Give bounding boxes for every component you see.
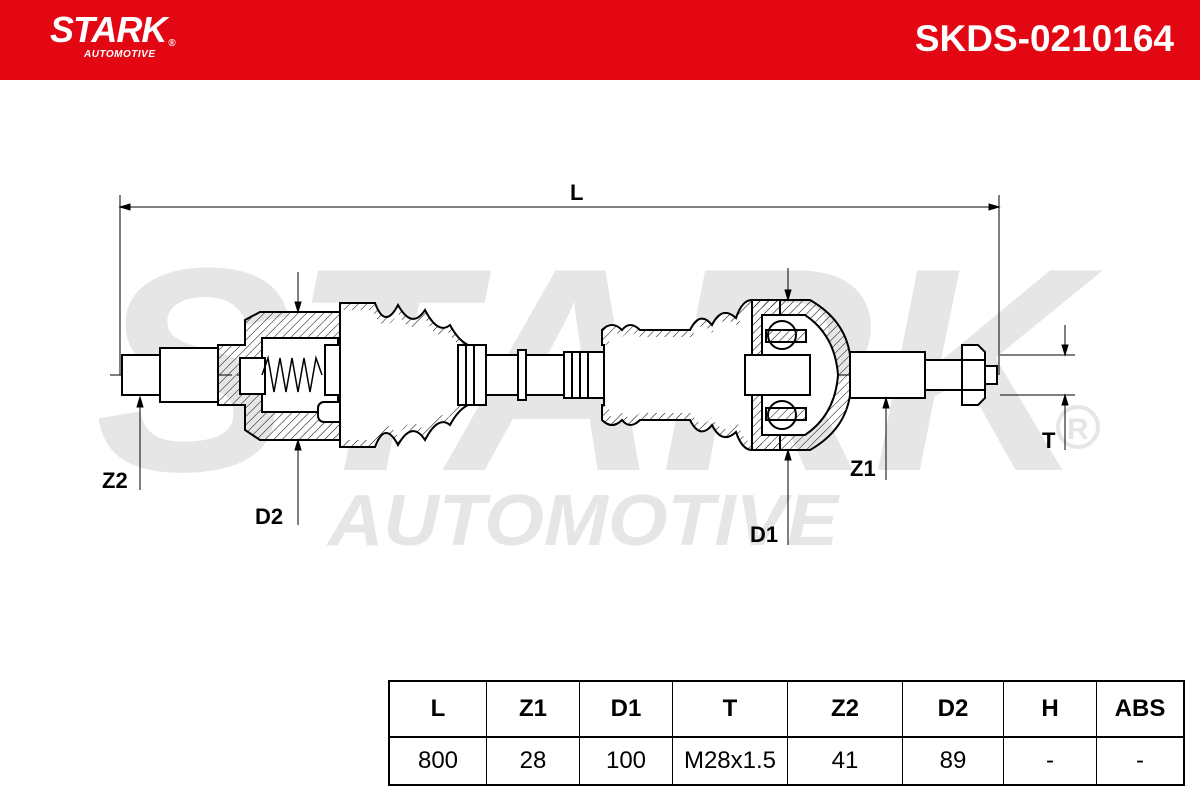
label-Z1: Z1 [850, 456, 876, 481]
specs-header-T: T [672, 680, 788, 738]
outer-stub-shaft [849, 344, 998, 406]
outer-cv-joint [744, 299, 851, 451]
specs-header-Z1: Z1 [486, 680, 580, 738]
label-D2: D2 [255, 504, 283, 529]
label-D1: D1 [750, 522, 778, 547]
dimension-D2 [294, 272, 302, 525]
logo-main-text: STARK® [50, 9, 176, 50]
dimension-Z2 [136, 395, 144, 490]
label-T: T [1042, 428, 1056, 453]
specs-value-Z1: 28 [486, 736, 580, 786]
specs-value-T: M28x1.5 [672, 736, 788, 786]
specs-header-row: L Z1 D1 T Z2 D2 H ABS [388, 680, 1185, 738]
logo-sub-text: AUTOMOTIVE [84, 49, 156, 60]
inner-clamp [457, 344, 487, 406]
stark-logo: STARK® AUTOMOTIVE [50, 9, 176, 60]
specs-value-H: - [1003, 736, 1097, 786]
specs-value-L: 800 [388, 736, 487, 786]
specs-value-D1: 100 [579, 736, 673, 786]
specs-value-ABS: - [1096, 736, 1185, 786]
specs-header-ABS: ABS [1096, 680, 1185, 738]
dimension-Z1 [882, 396, 890, 480]
specs-header-D1: D1 [579, 680, 673, 738]
dimension-T [1000, 325, 1075, 450]
specs-header-L: L [388, 680, 487, 738]
specs-value-D2: 89 [902, 736, 1004, 786]
part-number: SKDS-0210164 [914, 18, 1174, 59]
specs-value-Z2: 41 [787, 736, 903, 786]
watermark-automotive: AUTOMOTIVE [326, 481, 840, 561]
inner-stub-shaft [121, 347, 219, 403]
dimension-D1 [784, 268, 792, 545]
label-Z2: Z2 [102, 468, 128, 493]
specs-header-Z2: Z2 [787, 680, 903, 738]
specs-table: L Z1 D1 T Z2 D2 H ABS 800 28 100 M28x1.5… [388, 680, 1185, 786]
specs-header-H: H [1003, 680, 1097, 738]
specs-header-D2: D2 [902, 680, 1004, 738]
watermark-registered-icon: R [1056, 405, 1100, 449]
label-L: L [570, 180, 583, 205]
header-bar: STARK® AUTOMOTIVE SKDS-0210164 [0, 0, 1200, 80]
drive-shaft-drawing: STARK AUTOMOTIVE R L [95, 180, 1107, 561]
svg-text:R: R [1067, 413, 1089, 446]
spring [261, 355, 323, 393]
dimension-L [118, 195, 1001, 375]
specs-value-row: 800 28 100 M28x1.5 41 89 - - [388, 736, 1185, 786]
